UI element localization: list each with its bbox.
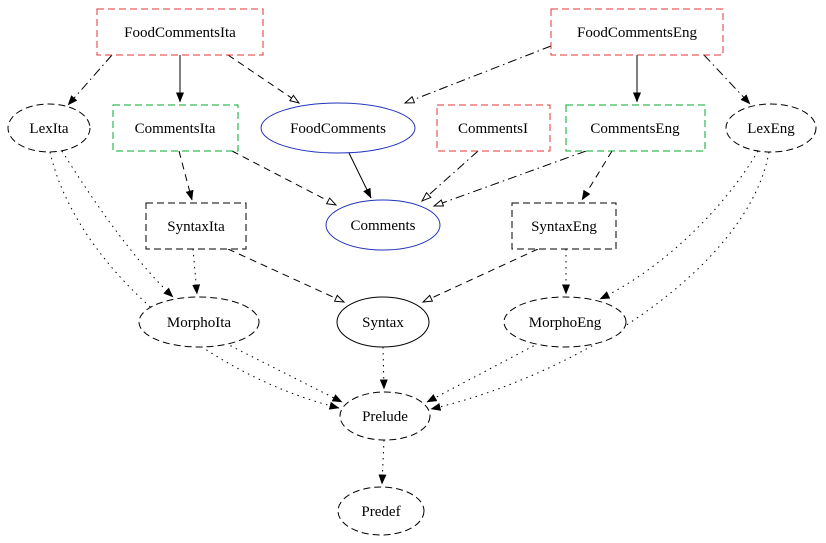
node-foodcommentseng-label: FoodCommentsEng bbox=[577, 25, 698, 41]
edge-commentseng-comments bbox=[432, 150, 587, 207]
edge-morphoeng-prelude bbox=[426, 342, 540, 403]
node-comments: Comments bbox=[325, 199, 441, 251]
node-commentseng: CommentsEng bbox=[565, 104, 706, 152]
node-predef: Predef bbox=[337, 486, 425, 536]
node-foodcommentsita: FoodCommentsIta bbox=[96, 8, 264, 56]
node-syntaxeng-label: SyntaxEng bbox=[531, 219, 597, 235]
node-prelude-shape bbox=[339, 391, 431, 441]
edge-foodcommentseng-foodcomments bbox=[403, 45, 552, 104]
node-morphoeng: MorphoEng bbox=[503, 296, 627, 348]
node-comments-shape bbox=[325, 199, 441, 251]
edge-foodcommentseng-lexeng bbox=[703, 54, 751, 105]
node-syntax: Syntax bbox=[336, 296, 430, 348]
node-comments-label: Comments bbox=[350, 218, 415, 234]
node-commentsi-label: CommentsI bbox=[458, 121, 528, 137]
node-morphoeng-label: MorphoEng bbox=[529, 315, 602, 331]
edge-foodcommentsita-lexita bbox=[67, 54, 113, 106]
node-morphoita-label: MorphoIta bbox=[167, 315, 231, 331]
node-foodcommentsita-label: FoodCommentsIta bbox=[124, 25, 236, 41]
node-prelude: Prelude bbox=[339, 391, 431, 441]
node-syntaxeng-shape bbox=[511, 202, 617, 250]
node-lexita: LexIta bbox=[7, 103, 91, 153]
edge-foodcomments-comments bbox=[348, 152, 372, 199]
node-foodcommentseng: FoodCommentsEng bbox=[550, 8, 724, 56]
node-commentsi: CommentsI bbox=[436, 104, 551, 152]
edge-syntaxeng-syntax bbox=[421, 248, 539, 303]
edge-commentseng-syntaxeng bbox=[581, 150, 613, 201]
nodes-layer: FoodCommentsIta FoodCommentsEng LexIta C… bbox=[7, 8, 817, 536]
node-foodcomments-label: FoodComments bbox=[290, 121, 386, 137]
node-commentsita-label: CommentsIta bbox=[135, 121, 216, 137]
node-predef-shape bbox=[337, 486, 425, 536]
node-commentsita: CommentsIta bbox=[112, 104, 239, 152]
node-syntaxita: SyntaxIta bbox=[145, 202, 247, 250]
node-syntax-label: Syntax bbox=[362, 315, 404, 331]
edge-foodcommentsita-foodcomments bbox=[227, 54, 301, 104]
edges-layer bbox=[49, 45, 770, 485]
edge-syntaxita-morphoita bbox=[192, 248, 201, 295]
node-lexita-shape bbox=[7, 103, 91, 153]
node-lexita-label: LexIta bbox=[29, 121, 68, 137]
edge-lexeng-morphoeng bbox=[599, 150, 759, 300]
edge-lexita-morphoita bbox=[61, 150, 174, 298]
node-syntaxita-label: SyntaxIta bbox=[167, 219, 225, 235]
edge-syntax-prelude bbox=[379, 346, 388, 390]
edge-syntaxita-syntax bbox=[227, 248, 346, 303]
edge-lexita-prelude bbox=[49, 151, 340, 410]
node-foodcommentseng-shape bbox=[550, 8, 724, 56]
node-commentseng-shape bbox=[565, 104, 706, 152]
node-lexeng-shape bbox=[725, 103, 817, 153]
node-morphoita-shape bbox=[138, 296, 260, 348]
node-morphoita: MorphoIta bbox=[138, 296, 260, 348]
node-morphoeng-shape bbox=[503, 296, 627, 348]
node-predef-label: Predef bbox=[361, 504, 400, 520]
node-commentseng-label: CommentsEng bbox=[590, 121, 680, 137]
node-lexeng-label: LexEng bbox=[747, 121, 795, 137]
node-lexeng: LexEng bbox=[725, 103, 817, 153]
node-syntax-shape bbox=[336, 296, 430, 348]
edge-commentsita-syntaxita bbox=[178, 150, 194, 201]
edge-morphoita-prelude bbox=[224, 342, 343, 403]
node-foodcomments-shape bbox=[260, 102, 416, 154]
node-foodcommentsita-shape bbox=[96, 8, 264, 56]
edge-prelude-predef bbox=[378, 439, 387, 485]
node-commentsi-shape bbox=[436, 104, 551, 152]
edge-commentsi-comments bbox=[420, 150, 479, 202]
node-syntaxita-shape bbox=[145, 202, 247, 250]
edge-lexeng-prelude bbox=[430, 151, 770, 411]
edge-commentsita-comments bbox=[231, 150, 338, 206]
node-prelude-label: Prelude bbox=[362, 409, 408, 425]
node-foodcomments: FoodComments bbox=[260, 102, 416, 154]
node-syntaxeng: SyntaxEng bbox=[511, 202, 617, 250]
node-commentsita-shape bbox=[112, 104, 239, 152]
